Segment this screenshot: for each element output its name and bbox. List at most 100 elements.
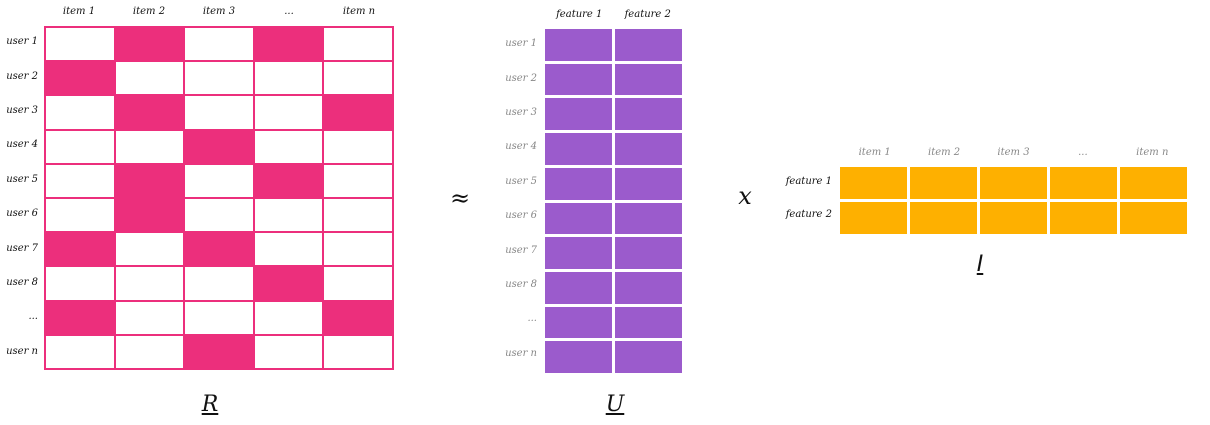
- r-cell-empty: [254, 199, 323, 232]
- u-column-label: feature 2: [624, 9, 671, 20]
- u-cell: [545, 98, 612, 131]
- u-row-label: ...: [527, 313, 537, 325]
- u-cell: [615, 29, 682, 61]
- u-row-label: user 4: [505, 141, 537, 153]
- u-matrix-name: U: [605, 392, 625, 417]
- u-cell: [615, 202, 682, 235]
- r-cell-empty: [46, 164, 114, 197]
- times-symbol: x: [738, 182, 752, 210]
- r-cell-empty: [324, 130, 392, 163]
- r-cell-empty: [185, 96, 253, 129]
- u-cell: [615, 63, 682, 96]
- r-cell-empty: [254, 96, 323, 129]
- r-matrix-name: R: [201, 392, 219, 417]
- r-cell-filled: [46, 301, 114, 334]
- r-cell-filled: [115, 96, 184, 129]
- i-cell: [1050, 202, 1117, 234]
- i-cell: [1050, 167, 1117, 199]
- u-column-label: feature 1: [556, 9, 603, 20]
- i-cell: [980, 202, 1047, 234]
- u-row-label: user 6: [505, 210, 537, 222]
- i-row-label: feature 1: [785, 175, 832, 187]
- r-cell-empty: [115, 301, 184, 334]
- u-cell: [545, 271, 612, 304]
- u-cell: [615, 237, 682, 269]
- i-matrix-grid: [840, 167, 1187, 234]
- r-cell-empty: [185, 301, 253, 334]
- r-cell-empty: [46, 130, 114, 163]
- i-cell: [910, 167, 977, 199]
- u-row-label: user 7: [505, 244, 537, 256]
- i-cell: [910, 202, 977, 234]
- r-cell-empty: [254, 301, 323, 334]
- r-row-label: user 8: [6, 277, 38, 288]
- u-cell: [545, 341, 612, 373]
- r-row-label: user 4: [6, 139, 38, 151]
- i-column-label: ...: [1078, 147, 1088, 158]
- i-cell: [1120, 167, 1187, 199]
- i-column-label: item 2: [928, 147, 961, 158]
- u-row-label: user n: [505, 347, 537, 359]
- r-cell-filled: [185, 130, 253, 163]
- r-cell-empty: [254, 130, 323, 163]
- u-row-label: user 2: [505, 72, 537, 84]
- r-cell-filled: [115, 28, 184, 61]
- r-cell-empty: [115, 62, 184, 95]
- r-cell-filled: [254, 164, 323, 197]
- r-cell-empty: [324, 267, 392, 300]
- r-column-label: item 1: [62, 6, 96, 17]
- r-cell-filled: [324, 301, 392, 334]
- r-cell-empty: [185, 164, 253, 197]
- r-cell-empty: [115, 267, 184, 300]
- r-cell-empty: [254, 335, 323, 368]
- u-cell: [615, 98, 682, 131]
- i-row-label: feature 2: [785, 209, 832, 221]
- r-cell-empty: [324, 164, 392, 197]
- u-cell: [545, 63, 612, 96]
- r-cell-filled: [254, 28, 323, 61]
- r-cell-empty: [324, 199, 392, 232]
- r-cell-filled: [46, 233, 114, 266]
- u-cell: [615, 167, 682, 200]
- i-cell: [840, 202, 907, 234]
- i-column-label: item 1: [858, 147, 891, 158]
- r-cell-empty: [115, 335, 184, 368]
- r-column-label: item 3: [202, 6, 236, 17]
- r-cell-filled: [115, 164, 184, 197]
- u-row-label: user 8: [505, 279, 537, 290]
- u-cell: [545, 133, 612, 165]
- r-row-label: user 5: [6, 173, 38, 185]
- approx-symbol: ≈: [449, 184, 471, 212]
- u-row-label: user 3: [505, 107, 537, 118]
- r-cell-filled: [324, 96, 392, 129]
- u-cell: [615, 341, 682, 373]
- i-matrix-name: I: [976, 252, 984, 277]
- r-row-label: user 1: [6, 36, 38, 48]
- r-cell-empty: [324, 62, 392, 95]
- i-cell: [980, 167, 1047, 199]
- u-cell: [615, 306, 682, 339]
- r-row-label: user n: [6, 345, 38, 357]
- r-cell-empty: [254, 62, 323, 95]
- u-cell: [545, 237, 612, 269]
- i-column-label: item n: [1136, 147, 1169, 158]
- r-cell-filled: [254, 267, 323, 300]
- r-cell-empty: [254, 233, 323, 266]
- r-row-label: user 6: [6, 208, 38, 220]
- r-cell-empty: [46, 96, 114, 129]
- r-cell-empty: [324, 335, 392, 368]
- u-matrix-grid: [545, 29, 682, 373]
- u-cell: [545, 202, 612, 235]
- r-cell-empty: [115, 233, 184, 266]
- r-cell-empty: [324, 28, 392, 61]
- r-cell-empty: [115, 130, 184, 163]
- r-cell-empty: [185, 267, 253, 300]
- r-cell-empty: [185, 62, 253, 95]
- r-matrix-grid: [44, 26, 394, 370]
- i-cell: [1120, 202, 1187, 234]
- r-column-label: ...: [284, 6, 294, 17]
- i-cell: [840, 167, 907, 199]
- u-row-label: user 5: [505, 175, 537, 187]
- u-cell: [545, 29, 612, 61]
- r-cell-filled: [185, 335, 253, 368]
